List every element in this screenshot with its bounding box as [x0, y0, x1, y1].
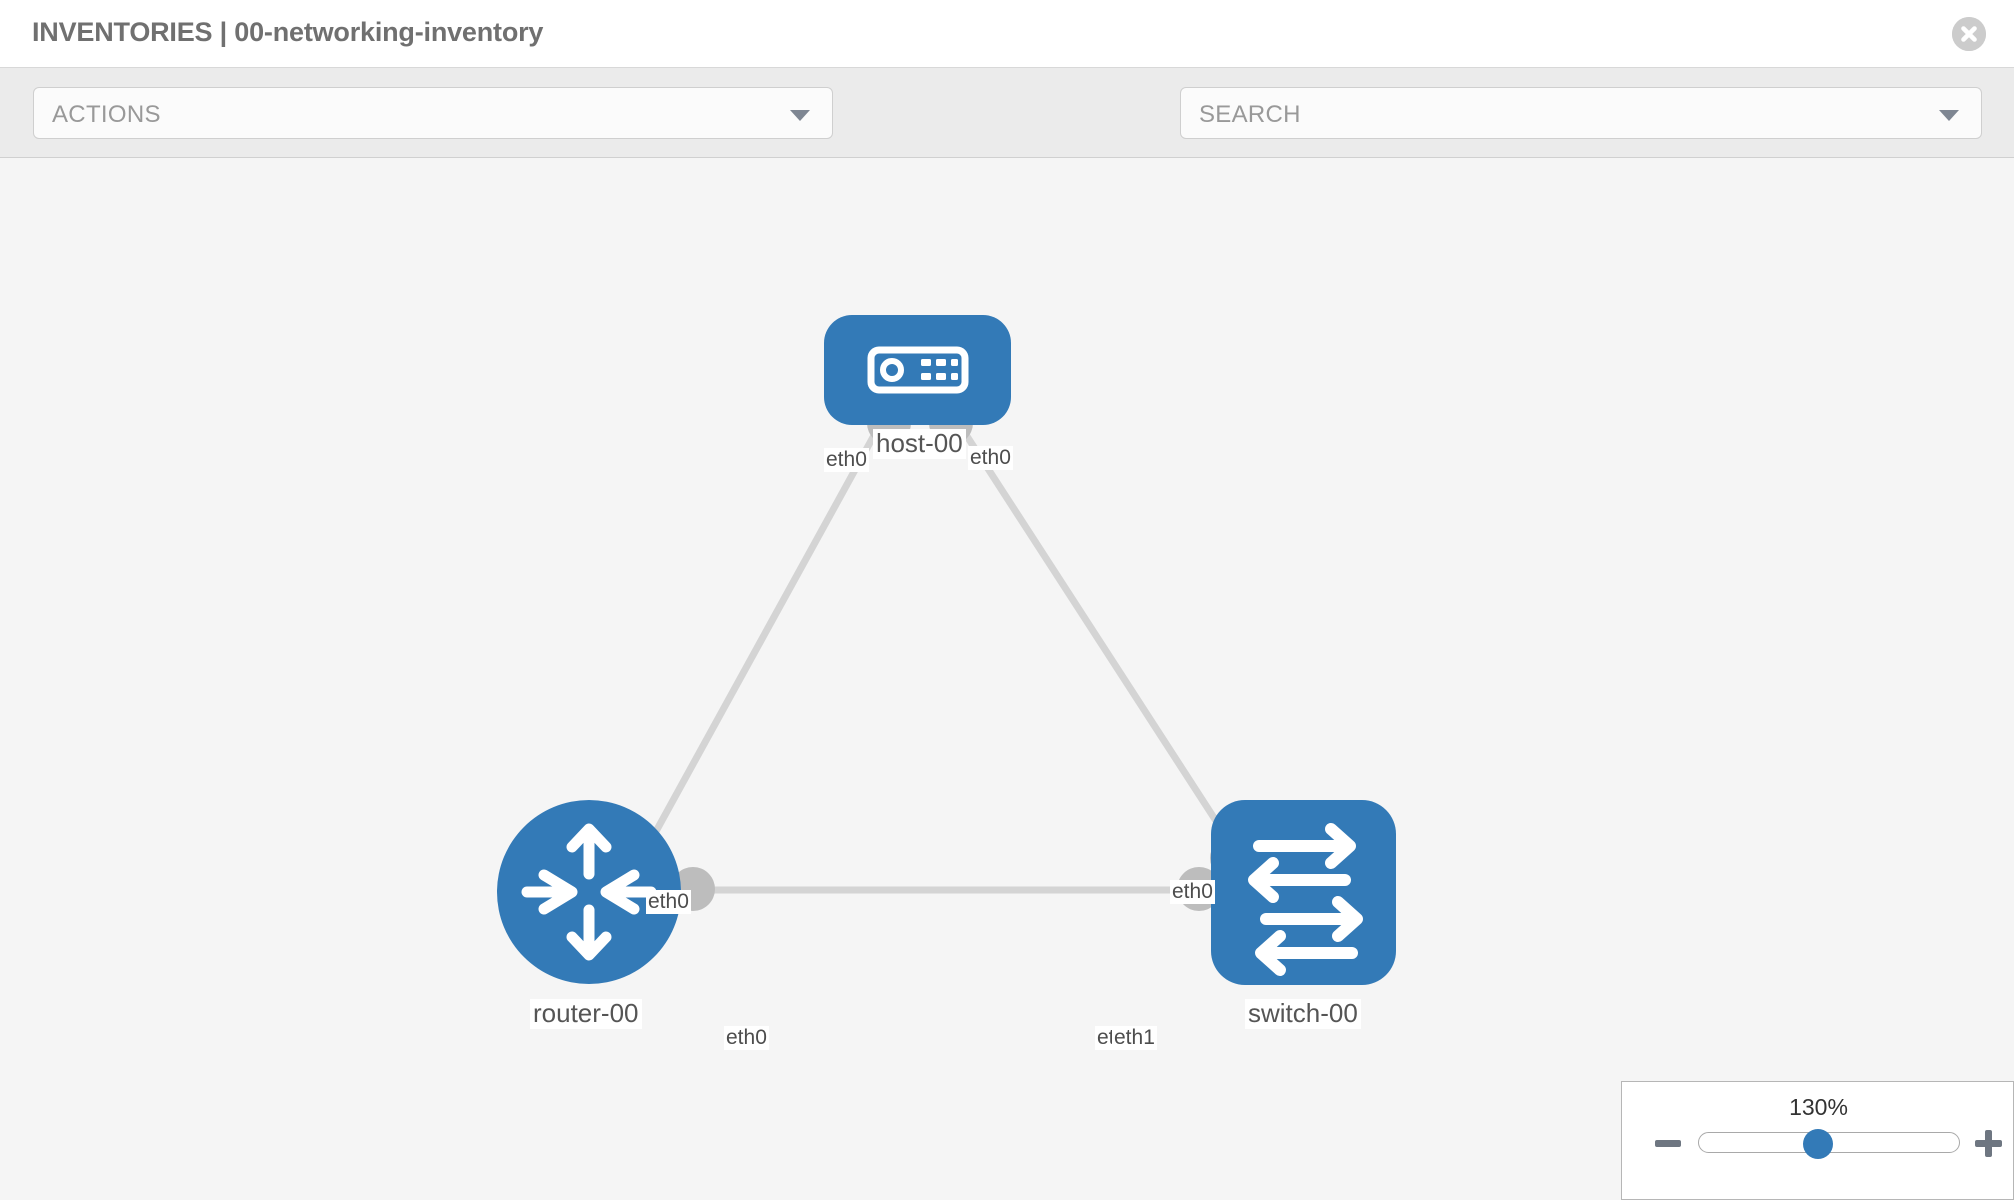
node-label-switch-00: switch-00	[1245, 998, 1361, 1029]
edge-label-router-eth0-uplink: eth0	[646, 890, 691, 915]
router-arrows-icon	[521, 823, 657, 961]
window-header: INVENTORIES | 00-networking-inventory	[0, 0, 2014, 68]
node-router-00[interactable]	[497, 800, 681, 984]
plus-icon[interactable]	[1974, 1129, 2002, 1157]
chevron-down-icon	[790, 110, 810, 121]
search-placeholder: SEARCH	[1199, 101, 1301, 128]
zoom-slider-thumb[interactable]	[1803, 1129, 1833, 1159]
topology-graph	[497, 315, 1396, 985]
edge-label-host-eth0-left: eth0	[824, 448, 869, 473]
node-label-router-00: router-00	[530, 998, 642, 1029]
node-switch-00[interactable]	[1211, 800, 1396, 985]
edge-host-switch	[947, 408, 1243, 860]
switch-arrows-icon	[1248, 823, 1363, 976]
node-host-00[interactable]	[824, 315, 1011, 425]
search-input[interactable]: SEARCH	[1180, 87, 1982, 139]
actions-dropdown[interactable]: ACTIONS	[33, 87, 833, 139]
page-title: INVENTORIES | 00-networking-inventory	[32, 17, 544, 47]
topology-canvas[interactable]: host-00 router-00 switch-00 eth0 eth0 et…	[0, 158, 2014, 1200]
edge-label-switch-eth0-uplink: eth0	[1170, 880, 1215, 905]
actions-dropdown-label: ACTIONS	[52, 101, 161, 128]
toolbar: ACTIONS SEARC	[0, 68, 2014, 200]
zoom-percent-label: 130%	[1789, 1094, 1848, 1120]
close-icon[interactable]	[1952, 17, 1986, 51]
edge-label-router-eth0: eth0	[724, 1026, 769, 1051]
chevron-down-icon	[1939, 110, 1959, 121]
edge-label-host-eth0-right: eth0	[968, 446, 1013, 471]
edge-host-router	[634, 408, 892, 866]
node-label-host-00: host-00	[873, 428, 966, 459]
server-icon	[867, 346, 969, 394]
zoom-control-panel: 130%	[1621, 1081, 2014, 1200]
minus-icon[interactable]	[1655, 1140, 1681, 1147]
edge-label-switch-eth1: eth1	[1112, 1026, 1157, 1051]
